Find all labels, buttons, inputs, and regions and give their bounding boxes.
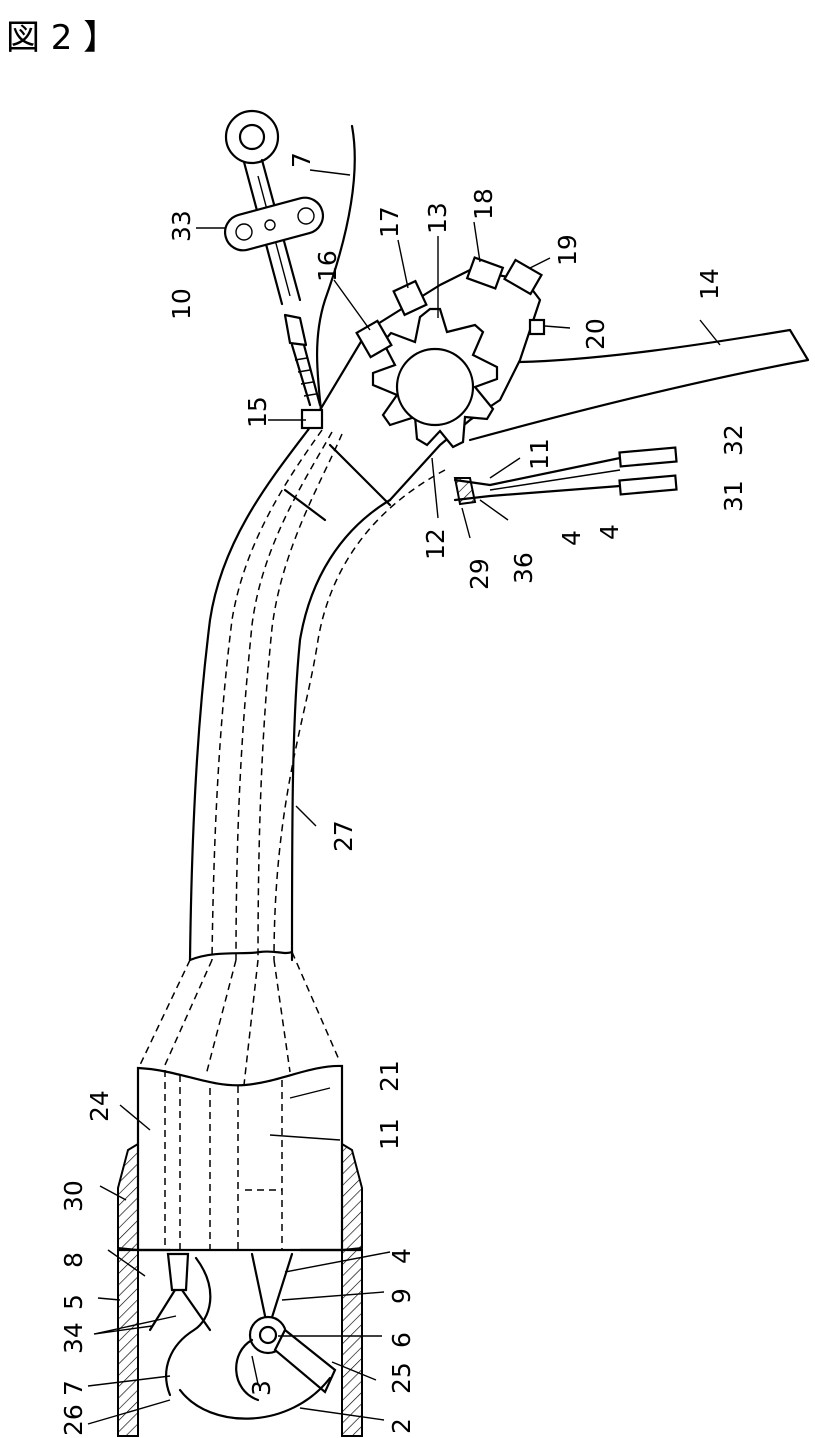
label-13: 13 [423,202,452,234]
label-4-b: 4 [557,530,586,546]
label-27: 27 [329,820,358,852]
label-31: 31 [719,480,748,512]
label-16: 16 [313,250,342,282]
label-29: 29 [465,558,494,590]
label-3: 3 [247,1380,276,1396]
label-9: 9 [387,1288,416,1304]
label-11-top: 11 [525,438,554,470]
label-6: 6 [387,1332,416,1348]
label-21: 21 [375,1060,404,1092]
distal-block [138,1066,342,1250]
label-17: 17 [375,206,404,238]
label-8: 8 [59,1252,88,1268]
label-5: 5 [59,1294,88,1310]
label-25: 25 [387,1362,416,1394]
label-10: 10 [167,288,196,320]
connector-15 [302,410,322,428]
label-26: 26 [59,1404,88,1436]
sheath-27 [140,430,445,1085]
label-7-bottom: 7 [59,1380,88,1396]
label-33: 33 [167,210,196,242]
label-15: 15 [243,396,272,428]
signal-cables [455,448,677,504]
forceps-34 [150,1254,210,1395]
label-24: 24 [85,1090,114,1122]
label-36: 36 [509,552,538,584]
label-20: 20 [581,318,610,350]
label-12: 12 [421,528,450,560]
label-32: 32 [719,424,748,456]
label-30: 30 [59,1180,88,1212]
label-2: 2 [387,1418,416,1434]
label-7-top: 7 [287,152,316,168]
operation-unit [308,258,808,500]
label-14: 14 [695,268,724,300]
label-11-bottom: 11 [375,1118,404,1150]
label-19: 19 [553,234,582,266]
label-34: 34 [59,1322,88,1354]
label-4-a: 4 [595,524,624,540]
label-4-bottom: 4 [387,1248,416,1264]
label-18: 18 [469,188,498,220]
